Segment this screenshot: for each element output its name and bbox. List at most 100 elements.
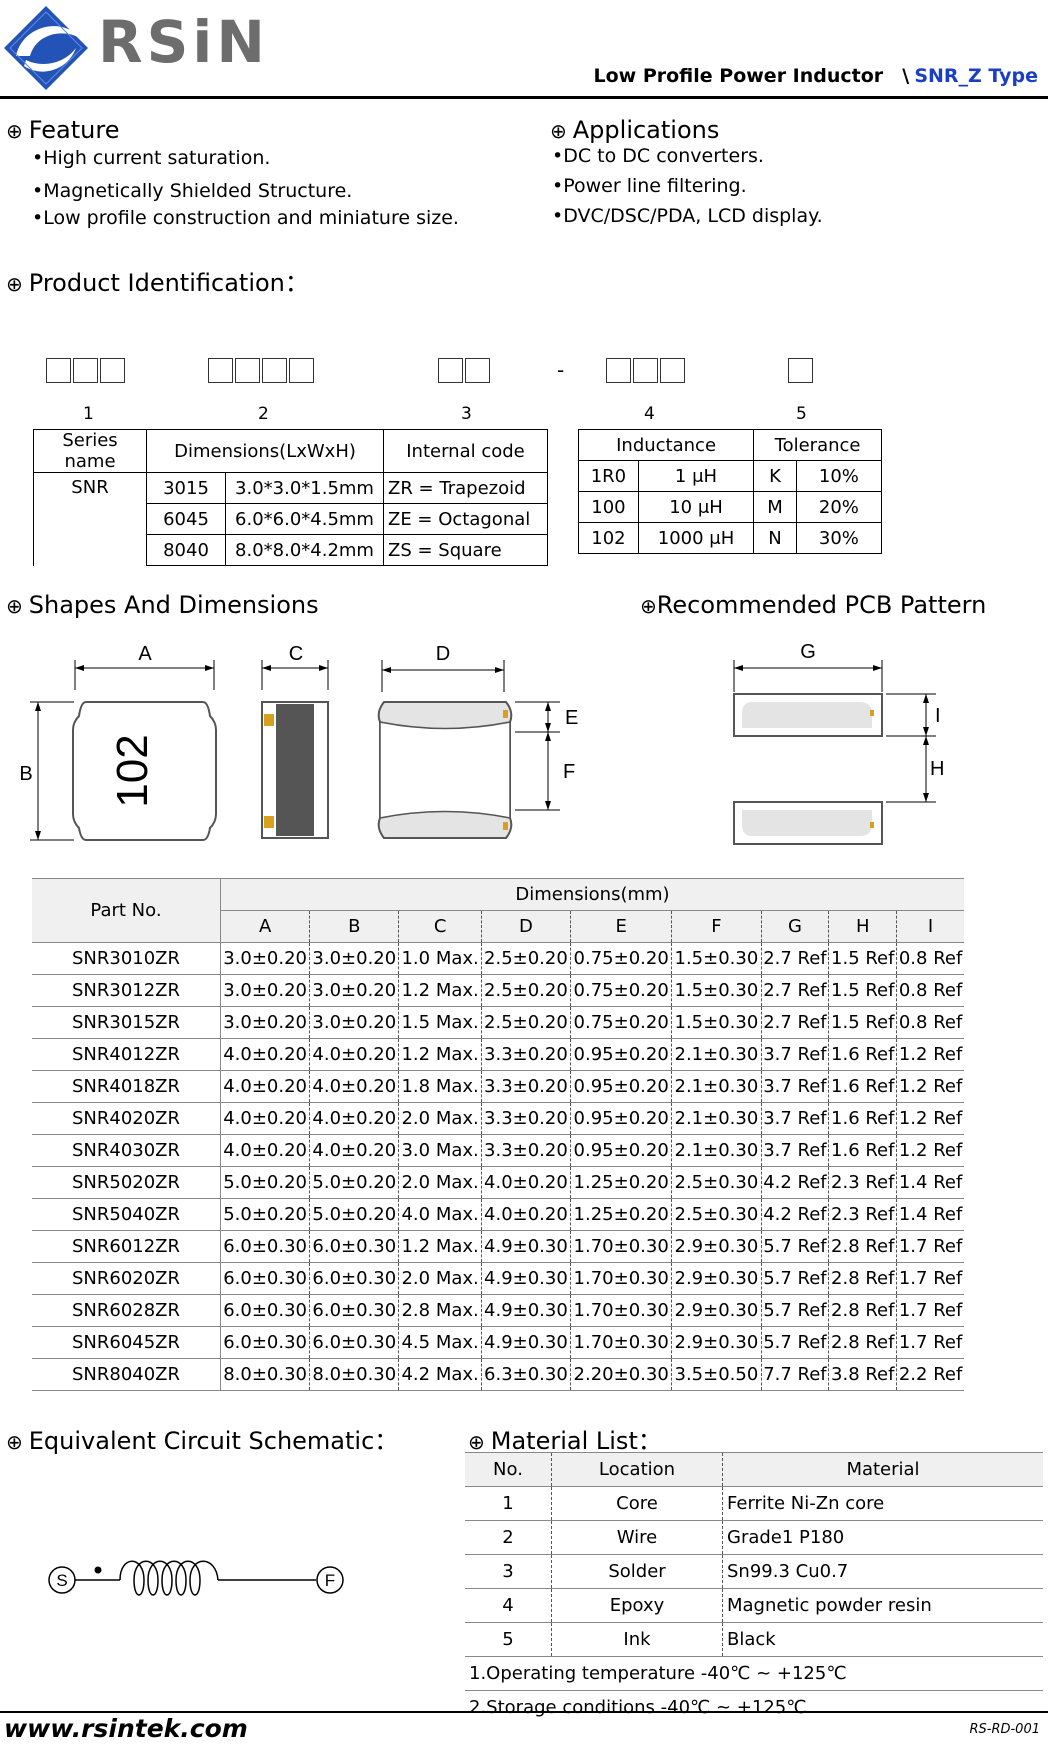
part-number: SNR3012ZR: [32, 974, 221, 1007]
code-boxes-3: [438, 358, 492, 387]
inductance-header: Inductance: [577, 429, 755, 461]
dim-value: 1.4 Ref: [896, 1166, 964, 1199]
identification-table-left: Series name Dimensions(LxWxH) Internal c…: [33, 429, 548, 566]
dim-value: 1.7 Ref: [896, 1230, 964, 1263]
feature-item: •Magnetically Shielded Structure.: [32, 180, 353, 202]
dim-label-D: D: [436, 643, 450, 665]
dim-value: 4.9±0.30: [480, 1262, 571, 1295]
doc-title: Low Profile Power Inductor: [593, 65, 884, 87]
dim-value: 4.0 Max.: [398, 1198, 482, 1231]
dim-value: 4.0±0.20: [309, 1038, 399, 1071]
dim-value: 4.2 Ref: [760, 1198, 829, 1231]
dim-value: 1.7 Ref: [896, 1294, 964, 1327]
material-location: Solder: [551, 1554, 723, 1589]
dim-value: 0.8 Ref: [896, 942, 964, 975]
dim-value: 2.9±0.30: [671, 1262, 762, 1295]
dim-value: 2.3 Ref: [828, 1166, 897, 1199]
dim-value: 2.2 Ref: [896, 1358, 964, 1391]
dim-col-header: H: [828, 910, 897, 943]
dim-value: 1.8 Max.: [398, 1070, 482, 1103]
dim-label-A: A: [138, 643, 152, 665]
dim-value: 4.0±0.20: [220, 1038, 310, 1071]
dim-value: 0.95±0.20: [570, 1070, 672, 1103]
tolerance-value: 20%: [795, 491, 883, 523]
dim-value: 2.5±0.30: [671, 1166, 762, 1199]
inductance-value: 10 μH: [637, 491, 755, 523]
start-terminal: S: [56, 1571, 67, 1590]
dim-value: 1.4 Ref: [896, 1198, 964, 1231]
dim-value: 5.7 Ref: [760, 1262, 829, 1295]
code-boxes-4: [606, 358, 687, 387]
material-name: Grade1 P180: [722, 1520, 1043, 1555]
dim-value: 8.0±0.30: [220, 1358, 310, 1391]
size-dimension: 6.0*6.0*4.5mm: [225, 503, 384, 535]
dim-value: 4.9±0.30: [480, 1230, 571, 1263]
series-header: Series name: [33, 429, 147, 473]
logo-icon: [4, 6, 88, 90]
dim-value: 6.0±0.30: [309, 1262, 399, 1295]
part-number: SNR4012ZR: [32, 1038, 221, 1071]
dim-value: 1.2 Max.: [398, 974, 482, 1007]
marking-text: 102: [108, 734, 157, 807]
inductance-value: 1 μH: [637, 460, 755, 492]
dim-value: 0.8 Ref: [896, 974, 964, 1007]
code-number: 1: [83, 404, 94, 424]
dim-value: 3.0±0.20: [220, 942, 310, 975]
dim-label-F: F: [563, 761, 575, 783]
dim-value: 2.5±0.30: [671, 1198, 762, 1231]
dimensions-header: Dimensions(LxWxH): [146, 429, 384, 473]
dim-label-H: H: [930, 758, 944, 780]
dim-value: 6.0±0.30: [309, 1326, 399, 1359]
code-dash: -: [557, 358, 565, 382]
dim-value: 3.7 Ref: [760, 1070, 829, 1103]
brand-logo: [2, 4, 90, 92]
dim-value: 6.3±0.30: [480, 1358, 571, 1391]
dim-value: 2.9±0.30: [671, 1294, 762, 1327]
part-number: SNR6028ZR: [32, 1294, 221, 1327]
dim-value: 7.7 Ref: [760, 1358, 829, 1391]
front-view-drawing: D E F: [377, 643, 578, 839]
dim-value: 6.0±0.30: [220, 1230, 310, 1263]
feature-item: •Low profile construction and miniature …: [32, 207, 459, 229]
part-number: SNR6020ZR: [32, 1262, 221, 1295]
dim-value: 1.2 Max.: [398, 1230, 482, 1263]
part-number: SNR5040ZR: [32, 1198, 221, 1231]
code-number: 2: [258, 404, 269, 424]
material-col-location: Location: [551, 1452, 723, 1487]
inductance-value: 1000 μH: [637, 522, 755, 554]
dim-value: 2.8 Ref: [828, 1294, 897, 1327]
dim-value: 2.9±0.30: [671, 1326, 762, 1359]
part-number: SNR5020ZR: [32, 1166, 221, 1199]
dim-value: 2.1±0.30: [671, 1102, 762, 1135]
dim-value: 6.0±0.30: [309, 1294, 399, 1327]
circle-plus-icon: ⊕: [6, 1430, 23, 1454]
dim-value: 2.9±0.30: [671, 1230, 762, 1263]
circle-plus-icon: ⊕: [640, 594, 657, 618]
dim-value: 1.70±0.30: [570, 1230, 672, 1263]
dim-value: 0.95±0.20: [570, 1134, 672, 1167]
material-name: Magnetic powder resin: [722, 1588, 1043, 1623]
dim-value: 0.8 Ref: [896, 1006, 964, 1039]
code-boxes-2: [208, 358, 316, 387]
dim-value: 6.0±0.30: [220, 1262, 310, 1295]
doc-type: SNR_Z Type: [914, 65, 1038, 87]
pcb-heading: ⊕Recommended PCB Pattern: [640, 591, 987, 619]
dim-col-header: A: [220, 910, 310, 943]
brand-name: RSiN: [98, 8, 269, 76]
dim-value: 3.7 Ref: [760, 1038, 829, 1071]
circle-plus-icon: ⊕: [6, 119, 23, 143]
internal-code: ZE = Octagonal: [383, 503, 548, 535]
footer-url[interactable]: www.rsintek.com: [4, 1714, 248, 1743]
material-location: Ink: [551, 1622, 723, 1657]
dim-col-header: C: [398, 910, 482, 943]
dim-value: 3.3±0.20: [480, 1070, 571, 1103]
